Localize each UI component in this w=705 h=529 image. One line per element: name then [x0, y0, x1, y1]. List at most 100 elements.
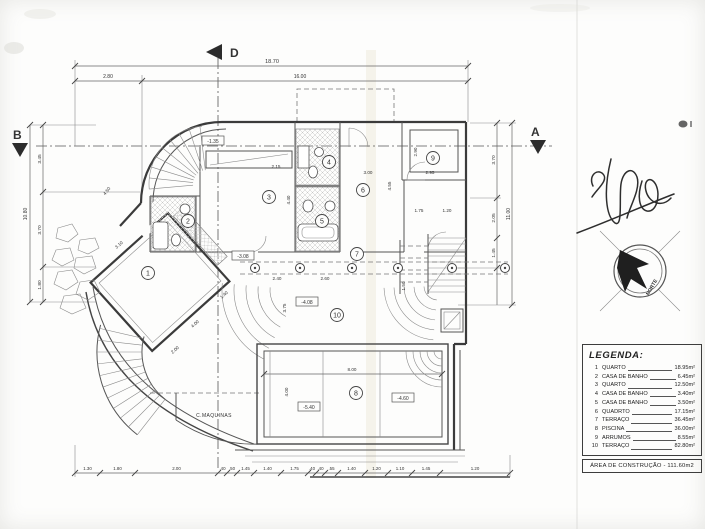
legend-item: 10 TERRAÇO 82.80m² — [589, 442, 695, 451]
legend-item-name: TERRAÇO — [602, 443, 630, 450]
dim-bottom-8: .40 — [309, 466, 316, 471]
legend-item-number: 6 — [594, 408, 598, 415]
room-number-8: 8 — [349, 386, 363, 400]
svg-text:10: 10 — [333, 312, 341, 319]
legend-item-name: CASA DE BANHO — [602, 373, 648, 380]
ink-smudge — [678, 120, 692, 128]
legend-item-number: 8 — [594, 426, 598, 433]
legend-box: LEGENDA: 1 QUARTO 18.95m² 2 CASA DE BANH… — [582, 344, 702, 456]
svg-text:9: 9 — [431, 155, 435, 162]
legend-footer: ÁREA DE CONSTRUÇÃO - 111.60m2 — [582, 459, 702, 473]
room-number-10: 10 — [330, 308, 344, 322]
dim-bottom-12: 1.20 — [372, 466, 381, 471]
dim-bottom-3: .40 — [219, 466, 226, 471]
dim-bottom-5: 1.45 — [241, 466, 250, 471]
machine-room: C.MAQUINAS — [150, 392, 260, 445]
marker-a: A — [530, 125, 546, 154]
legend-item: 5 CASA DE BANHO 3.50m² — [589, 399, 695, 408]
plan-dim-11: 8.00 — [348, 367, 357, 372]
pergola-column-2 — [347, 263, 357, 273]
legend-rows: 1 QUARTO 18.95m² 2 CASA DE BANHO 6.45m² … — [589, 364, 695, 451]
dim-bottom-11: 1.40 — [347, 466, 356, 471]
dim-right-seg-1: 2.05 — [491, 213, 497, 223]
rock-1 — [77, 237, 100, 255]
legend-item-number: 5 — [594, 399, 598, 406]
marker-d-label: D — [230, 46, 239, 60]
level-marker-4: -4.60 — [391, 392, 415, 403]
rock-3 — [73, 255, 97, 275]
legend-item: 1 QUARTO 18.95m² — [589, 364, 695, 373]
dim-right-seg-0: 3.70 — [491, 155, 497, 165]
machine-room-label: C.MAQUINAS — [196, 413, 232, 419]
svg-text:3: 3 — [267, 194, 271, 201]
plan-dim-5: 4.55 — [387, 181, 392, 190]
marker-a-label: A — [531, 125, 540, 139]
dim-bottom-10: .55 — [328, 466, 335, 471]
pergola-column-0 — [250, 263, 260, 273]
room-number-7: 7 — [350, 247, 364, 261]
signature — [576, 158, 675, 234]
dim-right-seg-2: 1.45 — [491, 248, 497, 258]
svg-text:-4.60: -4.60 — [397, 396, 409, 402]
pergola-column-1 — [295, 263, 305, 273]
plan-dim-13: 3.10 — [114, 240, 124, 250]
svg-text:-4.08: -4.08 — [301, 300, 313, 306]
legend-item-number: 4 — [594, 391, 598, 398]
rock-4 — [53, 269, 79, 291]
legend-item-leader — [649, 405, 676, 407]
dim-top-main: 16.00 — [294, 74, 307, 80]
legend-item-number: 10 — [591, 443, 598, 450]
pergola-terrace — [240, 261, 510, 275]
rock-5 — [75, 279, 101, 301]
dim-right-total: 11.00 — [506, 208, 512, 220]
dim-bottom-15: 1.20 — [471, 466, 480, 471]
legend-item-number: 9 — [594, 434, 598, 441]
dim-bottom-14: 1.45 — [422, 466, 431, 471]
legend-item-name: CASA DE BANHO — [602, 391, 648, 398]
marker-b-label: B — [13, 128, 22, 142]
plan-dim-10: 3.75 — [282, 303, 287, 312]
level-marker-2: -4.08 — [295, 296, 319, 307]
level-marker-3: -5.40 — [297, 401, 321, 412]
plan-dim-12: 4.00 — [284, 387, 289, 396]
legend-item-area: 18.95m² — [674, 365, 695, 371]
dim-left-seg-1: 3.70 — [37, 225, 43, 235]
legend-item-area: 12.50m² — [674, 382, 695, 389]
plan-dim-17: 2.00 — [170, 345, 180, 355]
svg-text:-1.35: -1.35 — [207, 139, 219, 145]
room-number-4: 4 — [322, 155, 336, 169]
room-number-2: 2 — [181, 214, 195, 228]
dim-left-total: 10.80 — [23, 208, 29, 221]
pergola-column-3 — [393, 263, 403, 273]
legend-item: 7 TERRAÇO 36.45m² — [589, 416, 695, 425]
legend-item-name: TERRAÇO — [602, 417, 630, 424]
level-marker-1: -3.08 — [231, 250, 255, 261]
legend-item: 8 PISCINA 36.00m² — [589, 425, 695, 434]
plan-dim-9: 2.60 — [321, 276, 330, 281]
site-curves: C.MAQUINAS — [51, 125, 464, 452]
dim-bottom-9: .40 — [317, 466, 324, 471]
room-number-3: 3 — [262, 190, 276, 204]
legend-item-leader — [631, 448, 673, 450]
legend-item-leader — [649, 396, 676, 398]
level-marker-0: -1.35 — [201, 135, 225, 146]
plan-dim-7: 1.20 — [443, 208, 452, 213]
dim-bottom-4: .50 — [229, 466, 236, 471]
svg-text:-5.40: -5.40 — [303, 405, 315, 411]
dim-left-seg-0: 3.45 — [37, 154, 43, 164]
legend-item: 4 CASA DE BANHO 3.40m² — [589, 390, 695, 399]
legend-item-name: PISCINA — [602, 426, 625, 433]
legend-item-name: QUARTO — [602, 382, 626, 389]
level-markers: -1.35 -3.08 -4.08 -5.40 -4.60 — [201, 135, 415, 412]
legend-item-area: 8.55m² — [677, 434, 695, 441]
legend-item-leader — [631, 413, 673, 415]
legend-item-number: 2 — [594, 373, 598, 380]
legend-item: 9 ARRUMOS 8.55m² — [589, 434, 695, 443]
plan-dim-0: 2.15 — [272, 164, 281, 169]
dim-top-total: 18.70 — [265, 59, 279, 65]
dim-bottom-6: 1.40 — [263, 466, 272, 471]
room-number-6: 6 — [356, 183, 370, 197]
rock-2 — [51, 247, 75, 267]
pergola-column-5 — [500, 263, 510, 273]
